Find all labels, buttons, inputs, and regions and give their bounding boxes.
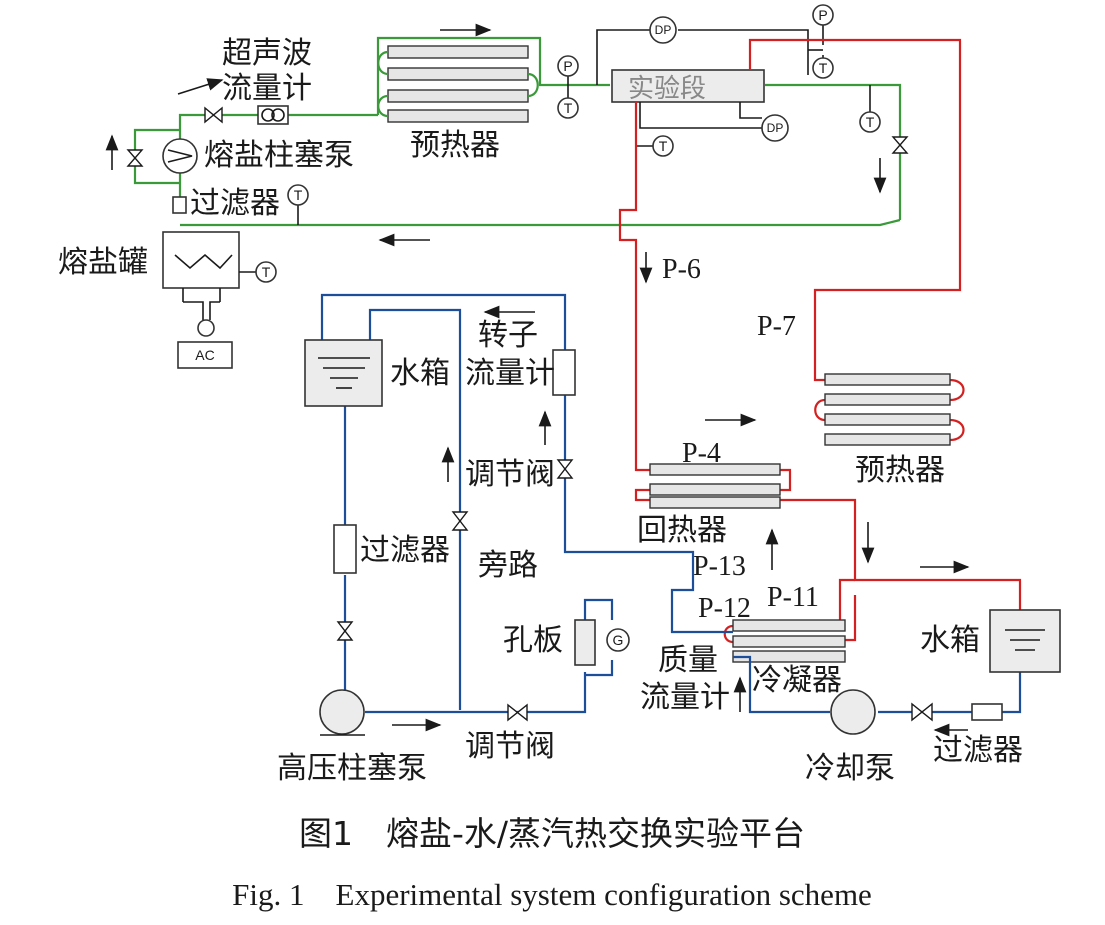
molten-salt-pump (162, 138, 198, 174)
salt-filter-symbol (172, 196, 187, 214)
cooling-filter (971, 703, 1003, 721)
tank-temperature-sensor: T (255, 261, 277, 283)
point-p13: P-13 (693, 551, 746, 582)
rotameter-label-1: 转子 (478, 318, 538, 353)
svg-text:T: T (564, 100, 573, 116)
caption-cn: 图1 熔盐-水/蒸汽热交换实验平台 (299, 814, 805, 853)
water-filter (333, 524, 357, 574)
bypass-label: 旁路 (478, 548, 538, 583)
steam-lines (618, 38, 1022, 644)
orifice-plate: G (574, 619, 630, 666)
cooling-filter-label: 过滤器 (933, 733, 1023, 768)
svg-text:T: T (294, 187, 303, 203)
point-p6: P-6 (662, 254, 701, 285)
cooling-valve (911, 702, 933, 722)
salt-filter-label: 过滤器 (190, 186, 280, 221)
molten-salt-tank: AC (162, 231, 258, 369)
rotameter-label-2: 流量计 (465, 356, 555, 391)
regulating-valve-upper (556, 459, 574, 479)
test-section: 实验段 DP P T DP P T T T (557, 4, 881, 157)
water-tank-right-label: 水箱 (920, 623, 980, 658)
svg-text:P: P (818, 7, 827, 23)
regulating-valve-upper-label: 调节阀 (465, 457, 555, 492)
salt-preheater-label: 预热器 (410, 128, 500, 163)
svg-text:T: T (819, 60, 828, 76)
point-p12: P-12 (698, 593, 751, 624)
caption-en: Fig. 1 Experimental system configuration… (232, 877, 872, 912)
svg-text:T: T (866, 114, 875, 130)
ultrasonic-flowmeter-label-2: 流量计 (222, 71, 312, 106)
salt-tank-label: 熔盐罐 (58, 245, 148, 280)
svg-text:DP: DP (767, 121, 784, 135)
water-valve-left (336, 621, 354, 641)
condenser-label: 冷凝器 (752, 663, 842, 698)
regulating-valve-lower-label: 调节阀 (465, 729, 555, 764)
water-filter-label: 过滤器 (360, 533, 450, 568)
ac-label: AC (195, 347, 214, 363)
salt-bypass-valve (126, 149, 144, 167)
cooling-pump-label: 冷却泵 (805, 751, 895, 786)
ultrasonic-flowmeter (257, 105, 289, 125)
water-tank-left (304, 339, 383, 407)
svg-text:DP: DP (655, 23, 672, 37)
test-section-label: 实验段 (628, 74, 706, 104)
temperature-sensor: T (287, 184, 309, 225)
high-pressure-pump-label: 高压柱塞泵 (277, 751, 427, 786)
svg-text:P: P (563, 58, 572, 74)
molten-salt-pump-label: 熔盐柱塞泵 (204, 138, 354, 173)
point-p4: P-4 (682, 438, 721, 469)
svg-text:G: G (613, 632, 624, 648)
salt-valve-top (204, 106, 223, 124)
rotameter (552, 349, 576, 396)
salt-preheater (377, 45, 539, 123)
recuperator-label: 回热器 (637, 513, 727, 548)
water-tank-right (989, 609, 1061, 673)
steam-preheater (824, 373, 951, 446)
point-p11: P-11 (767, 582, 819, 613)
point-p7: P-7 (757, 311, 796, 342)
mass-flowmeter-label-1: 质量 (658, 643, 718, 678)
salt-return-valve (891, 136, 909, 154)
diff-pressure-upper (649, 16, 677, 44)
orifice-label: 孔板 (503, 623, 563, 658)
recuperator (649, 463, 781, 509)
leader-arrow (177, 78, 224, 95)
regulating-valve-lower (507, 703, 528, 722)
cooling-pump (830, 689, 876, 735)
bypass-valve (451, 511, 469, 531)
condenser (732, 619, 846, 663)
mass-flowmeter-label-2: 流量计 (640, 680, 730, 715)
high-pressure-pump (319, 689, 365, 736)
svg-text:T: T (659, 138, 668, 154)
svg-text:T: T (262, 264, 271, 280)
water-tank-left-label: 水箱 (390, 356, 450, 391)
ultrasonic-flowmeter-label-1: 超声波 (222, 36, 312, 71)
steam-preheater-label: 预热器 (855, 453, 945, 488)
